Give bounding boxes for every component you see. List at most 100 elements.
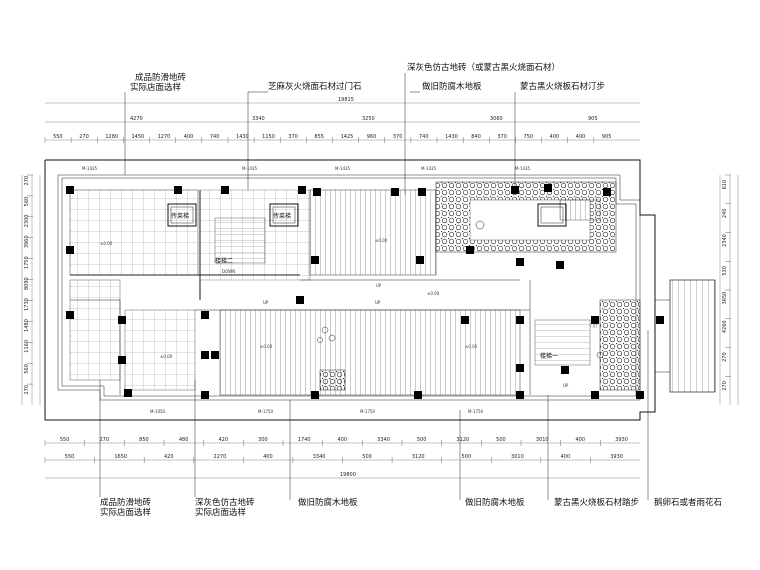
tile-area-corridor (124, 309, 196, 391)
floor-finishes (69, 181, 716, 396)
label-up-1: UP (263, 300, 269, 305)
column (418, 188, 426, 196)
dim-label: 2340 (722, 234, 728, 247)
dim-label: 1730 (24, 298, 30, 311)
dim-label: 740 (419, 134, 429, 140)
wood-floor-area-bottom (219, 309, 521, 396)
dim-label: 400 (561, 454, 571, 460)
dumbwaiters (167, 203, 567, 227)
dim-label: 3650 (722, 292, 728, 305)
annotation-black-stone-step: 蒙古黑火烧板石材踏步 (554, 497, 639, 508)
elevation-mark-5: ±0.00 (465, 344, 478, 349)
column (313, 188, 321, 196)
dim-top-1b: 3340 (252, 116, 265, 122)
annotation-antique-tile-bottom: 深灰色仿古地砖 实际店面选样 (195, 497, 257, 518)
dim-label: 550 (53, 134, 63, 140)
column (516, 391, 524, 399)
column (298, 186, 306, 194)
dim-label: 270 (24, 176, 30, 186)
dim-label: 400 (338, 437, 348, 443)
dim-label: 740 (210, 134, 220, 140)
dim-label: 3340 (377, 437, 390, 443)
dim-label: 610 (722, 180, 728, 190)
annotation-anti-slip-tile-top: 成品防滑地砖 实际店面选样 (130, 72, 189, 93)
dim-label: 500 (461, 454, 471, 460)
dim-label: 3930 (610, 454, 623, 460)
elevation-mark-3: ±0.00 (427, 291, 440, 296)
column (516, 364, 524, 372)
dim-label: 1150 (262, 134, 275, 140)
column (311, 256, 319, 264)
window-tag-4: M-1435 (421, 166, 437, 171)
dim-label: 300 (258, 437, 268, 443)
column (221, 186, 229, 194)
elevation-mark-2: ±0.00 (375, 238, 388, 243)
dim-top-total: 19815 (338, 97, 354, 103)
dim-label: 1280 (105, 134, 118, 140)
dim-label: 420 (164, 454, 174, 460)
dim-label: 500 (362, 454, 372, 460)
elevation-marks: ±0.00 ±0.00 ±0.00 ±0.00 ±0.00 ±0.00 (100, 238, 478, 359)
dim-label: 960 (367, 134, 377, 140)
dim-label: 1430 (445, 134, 458, 140)
dim-label: 560 (24, 364, 30, 374)
annotation-wood-floor-top: 做旧防腐木地板 (422, 81, 482, 92)
room-labels: 传菜梯 传菜梯 楼梯二 楼梯一 DOWN UP UP UP UP 门厅 (171, 212, 598, 388)
column (656, 316, 664, 324)
dim-label: 4260 (722, 320, 728, 333)
anti-slip-tile-area (69, 189, 199, 276)
structural-columns (66, 184, 664, 399)
window-tag-9: M-1750 (468, 409, 484, 414)
dim-label: 550 (60, 437, 70, 443)
label-up-3: UP (375, 300, 381, 305)
dim-label: 500 (417, 437, 427, 443)
dim-label: 1270 (158, 134, 171, 140)
dim-label: 1650 (114, 454, 127, 460)
window-tag-7: M-1750 (258, 409, 274, 414)
dim-label: 370 (497, 134, 507, 140)
window-tag-6: M-1050 (150, 409, 166, 414)
dim-label: 400 (184, 134, 194, 140)
dim-label: 8090 (24, 277, 30, 290)
elevation-mark-4: ±0.00 (260, 344, 273, 349)
column (636, 391, 644, 399)
dim-label: 3340 (313, 454, 326, 460)
dim-top-1e: 905 (588, 116, 598, 122)
column (414, 391, 422, 399)
window-tag-8: M-1750 (360, 409, 376, 414)
dim-label: 500 (496, 437, 506, 443)
dim-label: 1160 (24, 340, 30, 353)
tile-area-left-lower (69, 279, 121, 381)
column (201, 351, 209, 359)
column (66, 186, 74, 194)
dim-label: 1750 (24, 256, 30, 269)
dim-top-1c: 3250 (362, 116, 375, 122)
dim-label: 1430 (236, 134, 249, 140)
column (591, 391, 599, 399)
dim-bottom-total: 19800 (340, 472, 356, 478)
stone-step-top (559, 199, 601, 221)
dim-label: 240 (722, 209, 728, 219)
stair-two (214, 217, 266, 264)
column (174, 186, 182, 194)
column (461, 316, 469, 324)
column (511, 186, 519, 194)
column (591, 316, 599, 324)
dim-label: 270 (722, 381, 728, 391)
dim-label: 480 (179, 437, 189, 443)
column (211, 351, 219, 359)
dim-label: 560 (24, 197, 30, 207)
dim-label: 2300 (24, 215, 30, 228)
annotation-dark-grey-tile: 深灰色仿古地砖（或蒙古黑火烧面石材） (407, 62, 560, 73)
column (66, 311, 74, 319)
column (118, 316, 126, 324)
column (296, 296, 304, 304)
label-dumbwaiter-2: 传菜梯 (273, 212, 291, 220)
stair-one (534, 319, 591, 366)
